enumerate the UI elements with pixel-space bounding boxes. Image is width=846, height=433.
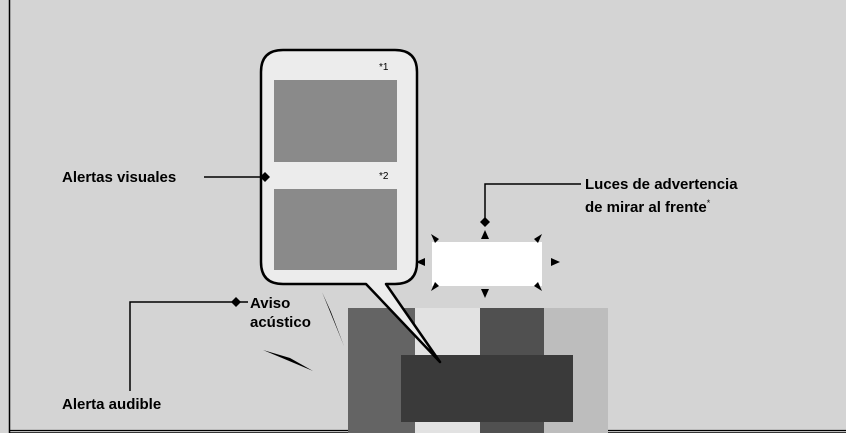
leader-look-ahead-lights: [484, 183, 581, 218]
burst-mark-top-center: [481, 230, 489, 239]
visual-alert-screen-2: [274, 189, 397, 270]
visual-alert-screen-1: [274, 80, 397, 162]
leader-dot-visual-alerts: [260, 172, 270, 182]
console-unit: [401, 355, 573, 422]
optional-equipment-mark: *: [706, 198, 711, 208]
label-audible-notice-line2: acústico: [250, 314, 311, 331]
label-visual-alerts: Alertas visuales: [62, 169, 177, 186]
burst-mark-right: [551, 258, 560, 266]
label-audible-alert: Alerta audible: [62, 396, 162, 413]
label-look-ahead-lights-line1: Luces de advertencia: [585, 176, 738, 193]
burst-mark-bottom-center: [481, 289, 489, 298]
screen-note-2: *2: [379, 171, 389, 182]
look-ahead-warning-light: [432, 242, 542, 286]
sound-wave-icon-lower: [263, 350, 313, 371]
burst-mark-bottom-left: [431, 282, 439, 291]
burst-mark-top-right: [534, 234, 542, 243]
label-look-ahead-lights-line2: de mirar al frente*: [585, 194, 710, 217]
burst-mark-top-left: [431, 234, 439, 243]
sound-wave-icon-upper: [322, 292, 344, 346]
burst-mark-left: [416, 258, 425, 266]
label-look-ahead-lights-text: de mirar al frente: [585, 199, 707, 216]
leader-dot-look-ahead-lights: [480, 217, 490, 227]
panel-border: [8, 0, 846, 433]
screen-note-1: *1: [379, 62, 389, 73]
leader-audible-alert: [129, 301, 236, 391]
label-audible-notice-line1: Aviso: [250, 295, 291, 312]
burst-mark-bottom-right: [534, 282, 542, 291]
